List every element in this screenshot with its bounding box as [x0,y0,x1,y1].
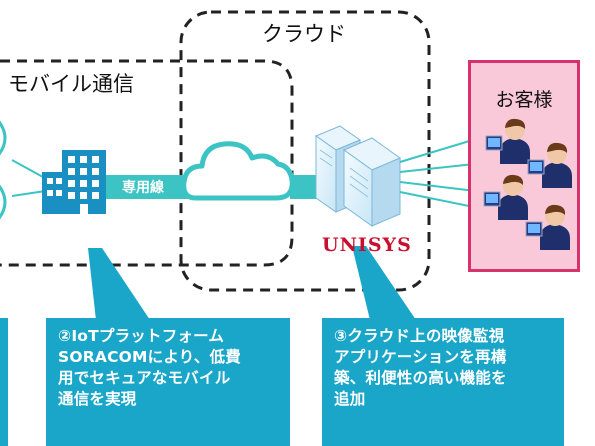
callout-right-line-4: 追加 [334,390,366,408]
callout-left: ②IoTプラットフォーム SORACOMにより、低費 用でセキュアなモバイル 通… [46,318,290,446]
callout-right-line-1: ③クラウド上の映像監視 [334,327,505,345]
cloud-zone-label: クラウド [262,22,346,46]
callout-left-tail [88,248,150,320]
customer-label: お客様 [495,89,553,111]
callout-right-line-2: アプリケーションを再構 [334,348,507,366]
callout-left-line-4: 通信を実現 [58,390,137,408]
callout-right-line-3: 築、利便性の高い機能を [334,369,507,387]
building-icon [42,150,106,214]
customer-users [483,118,572,250]
cloud-icon [181,141,295,201]
user-pc-icon [527,142,572,188]
user-pc-icon [485,118,530,164]
user-pc-icon [483,174,528,220]
callout-partial-left [0,318,8,446]
dedicated-line-label: 専用線 [122,180,164,196]
antenna-icon [0,120,7,220]
mobile-zone-label: モバイル通信 [8,72,134,96]
callout-right: ③クラウド上の映像監視 アプリケーションを再構 築、利便性の高い機能を 追加 [322,318,564,446]
server-icon [314,125,402,227]
unisys-logo: UNISYS [322,234,412,256]
callout-right-tail [352,246,416,320]
user-pc-icon [525,204,570,250]
mobile-zone [0,59,294,267]
callout-left-line-2: SORACOMにより、低費 [58,348,241,366]
callout-left-line-1: ②IoTプラットフォーム [58,327,225,345]
callout-left-line-3: 用でセキュアなモバイル [58,369,231,387]
cloud-zone [179,10,431,292]
